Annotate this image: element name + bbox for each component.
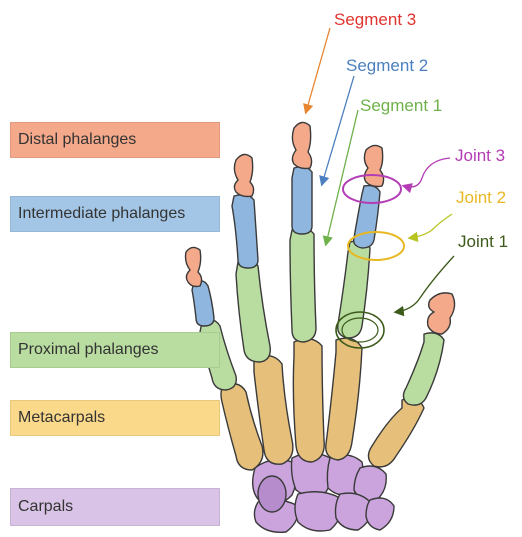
legend-label: Metacarpals <box>18 409 105 427</box>
legend-label: Intermediate phalanges <box>18 205 185 223</box>
segment2-label: Segment 2 <box>346 56 428 76</box>
legend-proximal-phalanges: Proximal phalanges <box>10 332 220 368</box>
segment3-label: Segment 3 <box>334 10 416 30</box>
segment1-arrow <box>326 110 358 244</box>
joint2-label: Joint 2 <box>456 188 506 208</box>
legend-label: Distal phalanges <box>18 131 136 149</box>
joint3-arrow <box>404 158 450 187</box>
joint1-label: Joint 1 <box>458 232 508 252</box>
joint3-label: Joint 3 <box>455 146 505 166</box>
legend-carpals: Carpals <box>10 488 220 526</box>
legend-metacarpals: Metacarpals <box>10 400 220 436</box>
legend-label: Proximal phalanges <box>18 341 159 359</box>
segment2-arrow <box>322 76 354 184</box>
legend-label: Carpals <box>18 498 73 516</box>
segment3-arrow <box>306 28 330 112</box>
joint2-arrow <box>410 214 452 238</box>
distal-phalanx-bones <box>186 122 455 334</box>
segment1-label: Segment 1 <box>360 96 442 116</box>
legend-intermediate-phalanges: Intermediate phalanges <box>10 196 220 232</box>
legend-distal-phalanges: Distal phalanges <box>10 122 220 158</box>
